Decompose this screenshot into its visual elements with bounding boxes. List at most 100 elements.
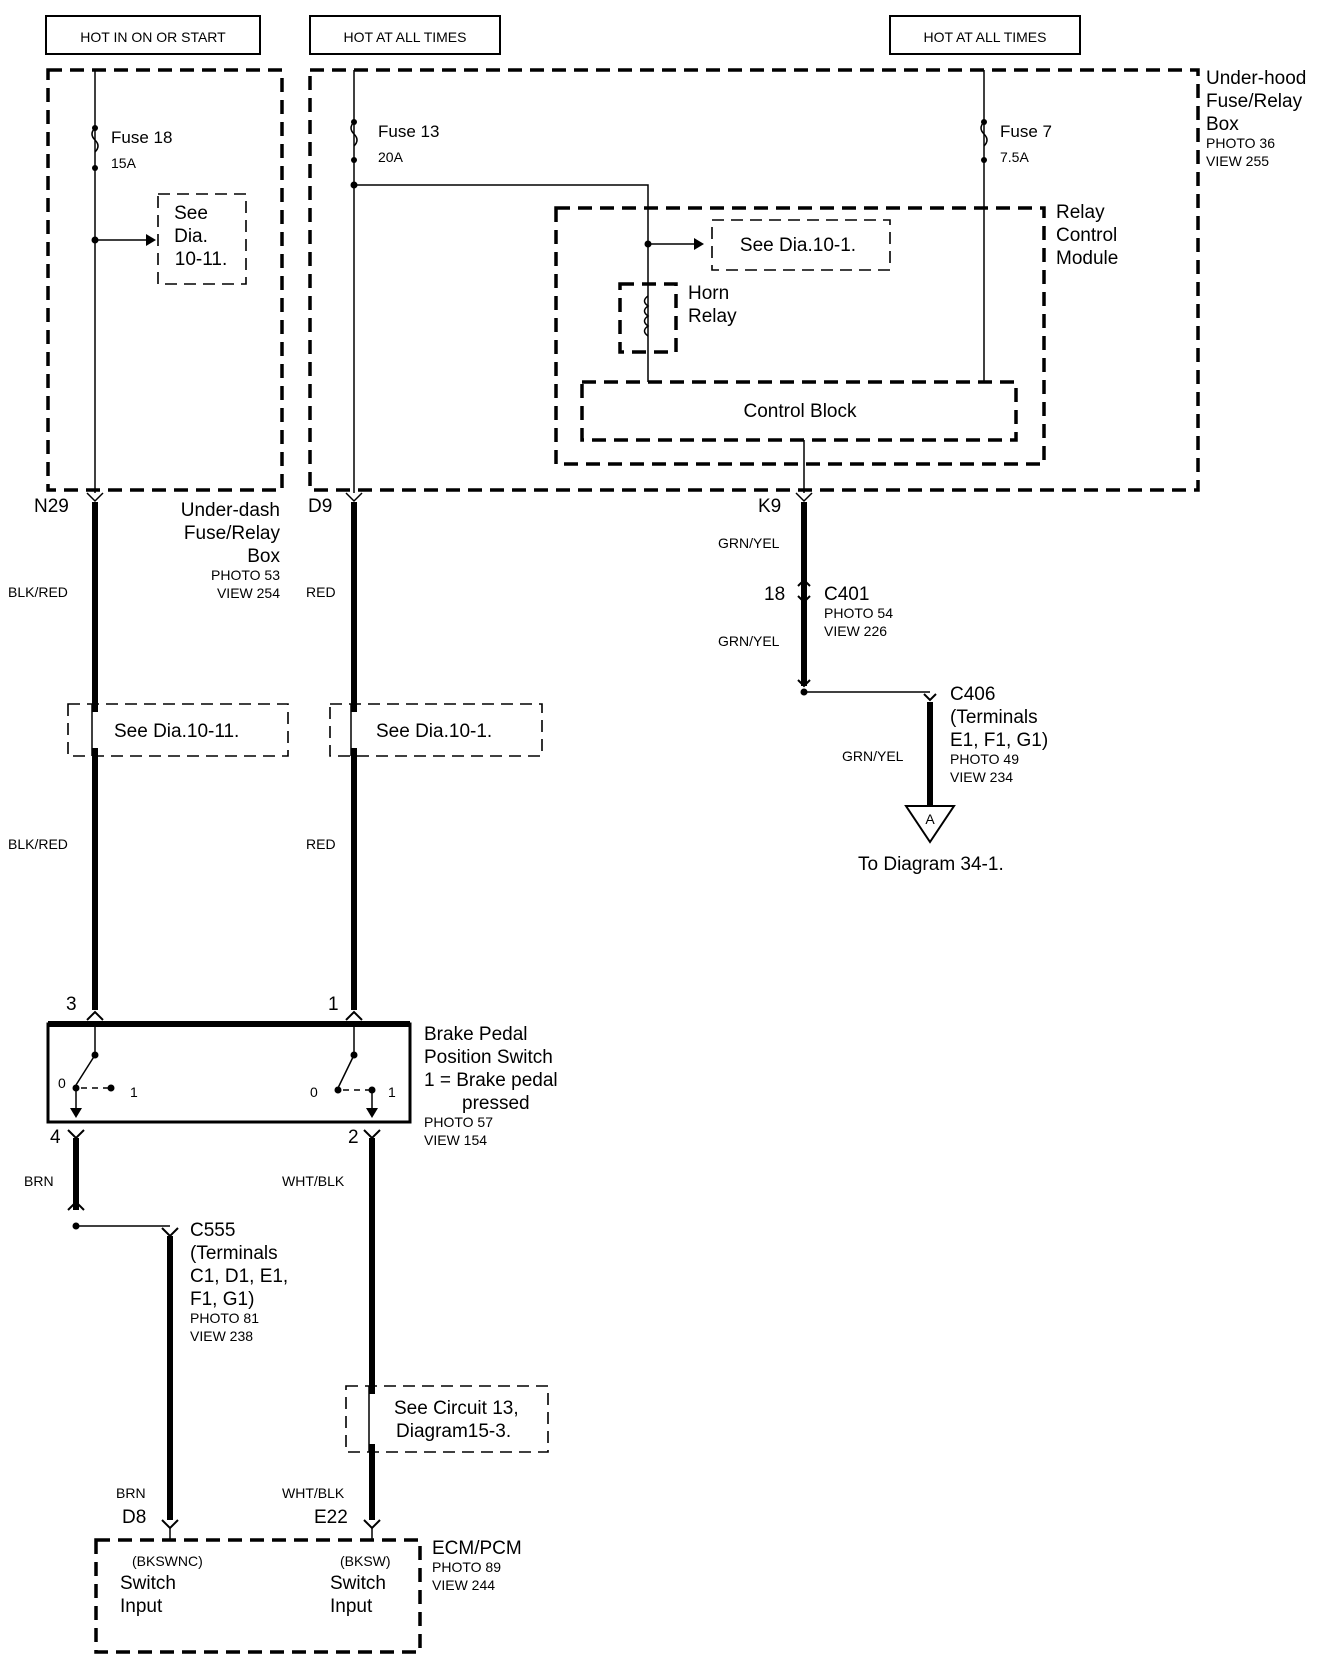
svg-text:Box: Box	[247, 546, 280, 567]
svg-text:PHOTO 49: PHOTO 49	[950, 751, 1019, 767]
see-circuit-13	[345, 1385, 549, 1453]
underhood-box-label: Under-hood Fuse/Relay Box PHOTO 36 VIEW …	[1206, 68, 1306, 169]
wire-label-wht-blk-1: WHT/BLK	[282, 1173, 345, 1189]
svg-text:Under-dash: Under-dash	[181, 500, 280, 521]
horn-relay-coil-icon	[643, 295, 650, 337]
svg-text:Module: Module	[1056, 248, 1118, 269]
c401-connector-icon	[797, 578, 811, 604]
svg-text:Control: Control	[1056, 225, 1117, 246]
wire-label-grn-yel-1: GRN/YEL	[718, 535, 780, 551]
switch-contact-icon	[337, 1054, 355, 1089]
wire-label-red: RED	[306, 584, 336, 600]
svg-text:E1, F1, G1): E1, F1, G1)	[950, 730, 1048, 751]
svg-text:VIEW 255: VIEW 255	[1206, 153, 1269, 169]
ecm-switch-input-bkswnc: Switch	[120, 1573, 176, 1594]
svg-text:Position Switch: Position Switch	[424, 1047, 553, 1068]
arrow-icon	[694, 238, 704, 250]
header-hot-always-right: HOT AT ALL TIMES	[889, 15, 1081, 55]
to-diagram-label: To Diagram 34-1.	[858, 854, 1004, 875]
svg-text:VIEW 244: VIEW 244	[432, 1577, 495, 1593]
brake-switch-pin-3: 3	[66, 994, 77, 1015]
svg-text:Under-hood: Under-hood	[1206, 68, 1306, 89]
svg-text:ECM/PCM: ECM/PCM	[432, 1538, 522, 1559]
svg-text:(BKSW): (BKSW)	[340, 1553, 391, 1569]
svg-text:Relay: Relay	[688, 306, 737, 327]
svg-text:10-11.: 10-11.	[175, 249, 227, 270]
wire-label-wht-blk-2: WHT/BLK	[282, 1485, 345, 1501]
svg-text:PHOTO 89: PHOTO 89	[432, 1559, 501, 1575]
svg-text:VIEW 238: VIEW 238	[190, 1328, 253, 1344]
horn-relay-label: Horn	[688, 283, 729, 304]
svg-text:HOT AT ALL TIMES: HOT AT ALL TIMES	[924, 29, 1047, 45]
svg-text:F1, G1): F1, G1)	[190, 1289, 254, 1310]
terminal-n29: N29	[34, 496, 69, 517]
svg-text:HOT AT ALL TIMES: HOT AT ALL TIMES	[344, 29, 467, 45]
wire-label-brn-1: BRN	[24, 1173, 54, 1189]
see-dia-10-11-top	[157, 193, 247, 285]
fuse-7-icon	[980, 121, 988, 147]
brake-switch-label: Brake Pedal Position Switch 1 = Brake pe…	[424, 1024, 558, 1148]
underdash-box-label: Under-dash Fuse/Relay Box PHOTO 53 VIEW …	[181, 500, 281, 601]
svg-text:VIEW 254: VIEW 254	[217, 585, 280, 601]
svg-text:PHOTO 57: PHOTO 57	[424, 1114, 493, 1130]
svg-text:VIEW 154: VIEW 154	[424, 1132, 487, 1148]
brake-switch-pin-4: 4	[50, 1127, 61, 1148]
header-hot-run-start: HOT IN ON OR START	[45, 15, 261, 55]
svg-text:See Dia.10-11.: See Dia.10-11.	[114, 721, 239, 742]
svg-text:Fuse/Relay: Fuse/Relay	[1206, 91, 1303, 112]
horn-relay-outline	[618, 282, 678, 354]
fuse-13-icon	[350, 121, 358, 147]
wire-label-blk-red-2: BLK/RED	[8, 836, 68, 852]
wire-label-grn-yel-3: GRN/YEL	[842, 748, 904, 764]
svg-text:(Terminals: (Terminals	[190, 1243, 278, 1264]
ecm-pcm-label: ECM/PCM PHOTO 89 VIEW 244	[432, 1538, 522, 1593]
ecm-pin-d8: D8	[122, 1507, 146, 1528]
svg-text:PHOTO 36: PHOTO 36	[1206, 135, 1275, 151]
svg-text:See Circuit 13,: See Circuit 13,	[394, 1398, 519, 1419]
svg-text:VIEW 234: VIEW 234	[950, 769, 1013, 785]
svg-text:1 = Brake pedal: 1 = Brake pedal	[424, 1070, 558, 1091]
svg-text:PHOTO 54: PHOTO 54	[824, 605, 893, 621]
ecm-switch-input-bksw: Switch	[330, 1573, 386, 1594]
svg-text:C1, D1, E1,: C1, D1, E1,	[190, 1266, 288, 1287]
svg-text:VIEW 226: VIEW 226	[824, 623, 887, 639]
svg-text:Brake Pedal: Brake Pedal	[424, 1024, 528, 1045]
svg-text:Control Block: Control Block	[744, 401, 857, 422]
fuse-7-rating: 7.5A	[1000, 149, 1029, 165]
underdash-fuse-box-outline	[46, 68, 284, 492]
wire-label-blk-red: BLK/RED	[8, 584, 68, 600]
relay-control-module-outline	[554, 206, 1046, 466]
svg-text:See: See	[174, 203, 208, 224]
svg-text:PHOTO 53: PHOTO 53	[211, 567, 280, 583]
fuse-13-label: Fuse 13	[378, 122, 439, 141]
c555-label: C555 (Terminals C1, D1, E1, F1, G1) PHOT…	[190, 1220, 288, 1344]
svg-text:(Terminals: (Terminals	[950, 707, 1038, 728]
ecm-pcm-outline	[94, 1538, 422, 1654]
ecm-pin-e22: E22	[314, 1507, 348, 1528]
terminal-k9: K9	[758, 496, 781, 517]
svg-text:Box: Box	[1206, 114, 1239, 135]
terminal-d9: D9	[308, 496, 332, 517]
svg-text:HOT IN ON OR START: HOT IN ON OR START	[80, 29, 226, 45]
svg-text:pressed: pressed	[462, 1093, 530, 1114]
svg-text:Dia.: Dia.	[174, 226, 208, 247]
fuse-18-icon	[91, 127, 99, 153]
brake-switch-pin-2: 2	[348, 1127, 359, 1148]
arrow-icon	[146, 234, 156, 246]
svg-text:A: A	[925, 811, 935, 827]
c401-pin: 18	[764, 584, 785, 605]
brake-switch-outline	[46, 1022, 412, 1124]
wire-label-red-2: RED	[306, 836, 336, 852]
svg-text:Input: Input	[330, 1596, 373, 1617]
svg-text:1: 1	[130, 1084, 138, 1100]
svg-text:See Dia.10-1.: See Dia.10-1.	[376, 721, 492, 742]
header-hot-always-left: HOT AT ALL TIMES	[309, 15, 501, 55]
wire-label-brn-2: BRN	[116, 1485, 146, 1501]
relay-control-module-label: Relay Control Module	[1056, 202, 1118, 269]
c406-label: C406	[950, 684, 995, 705]
svg-text:1: 1	[388, 1084, 396, 1100]
svg-text:(BKSWNC): (BKSWNC)	[132, 1553, 203, 1569]
svg-text:Fuse/Relay: Fuse/Relay	[184, 523, 281, 544]
fuse-18-label: Fuse 18	[111, 128, 172, 147]
